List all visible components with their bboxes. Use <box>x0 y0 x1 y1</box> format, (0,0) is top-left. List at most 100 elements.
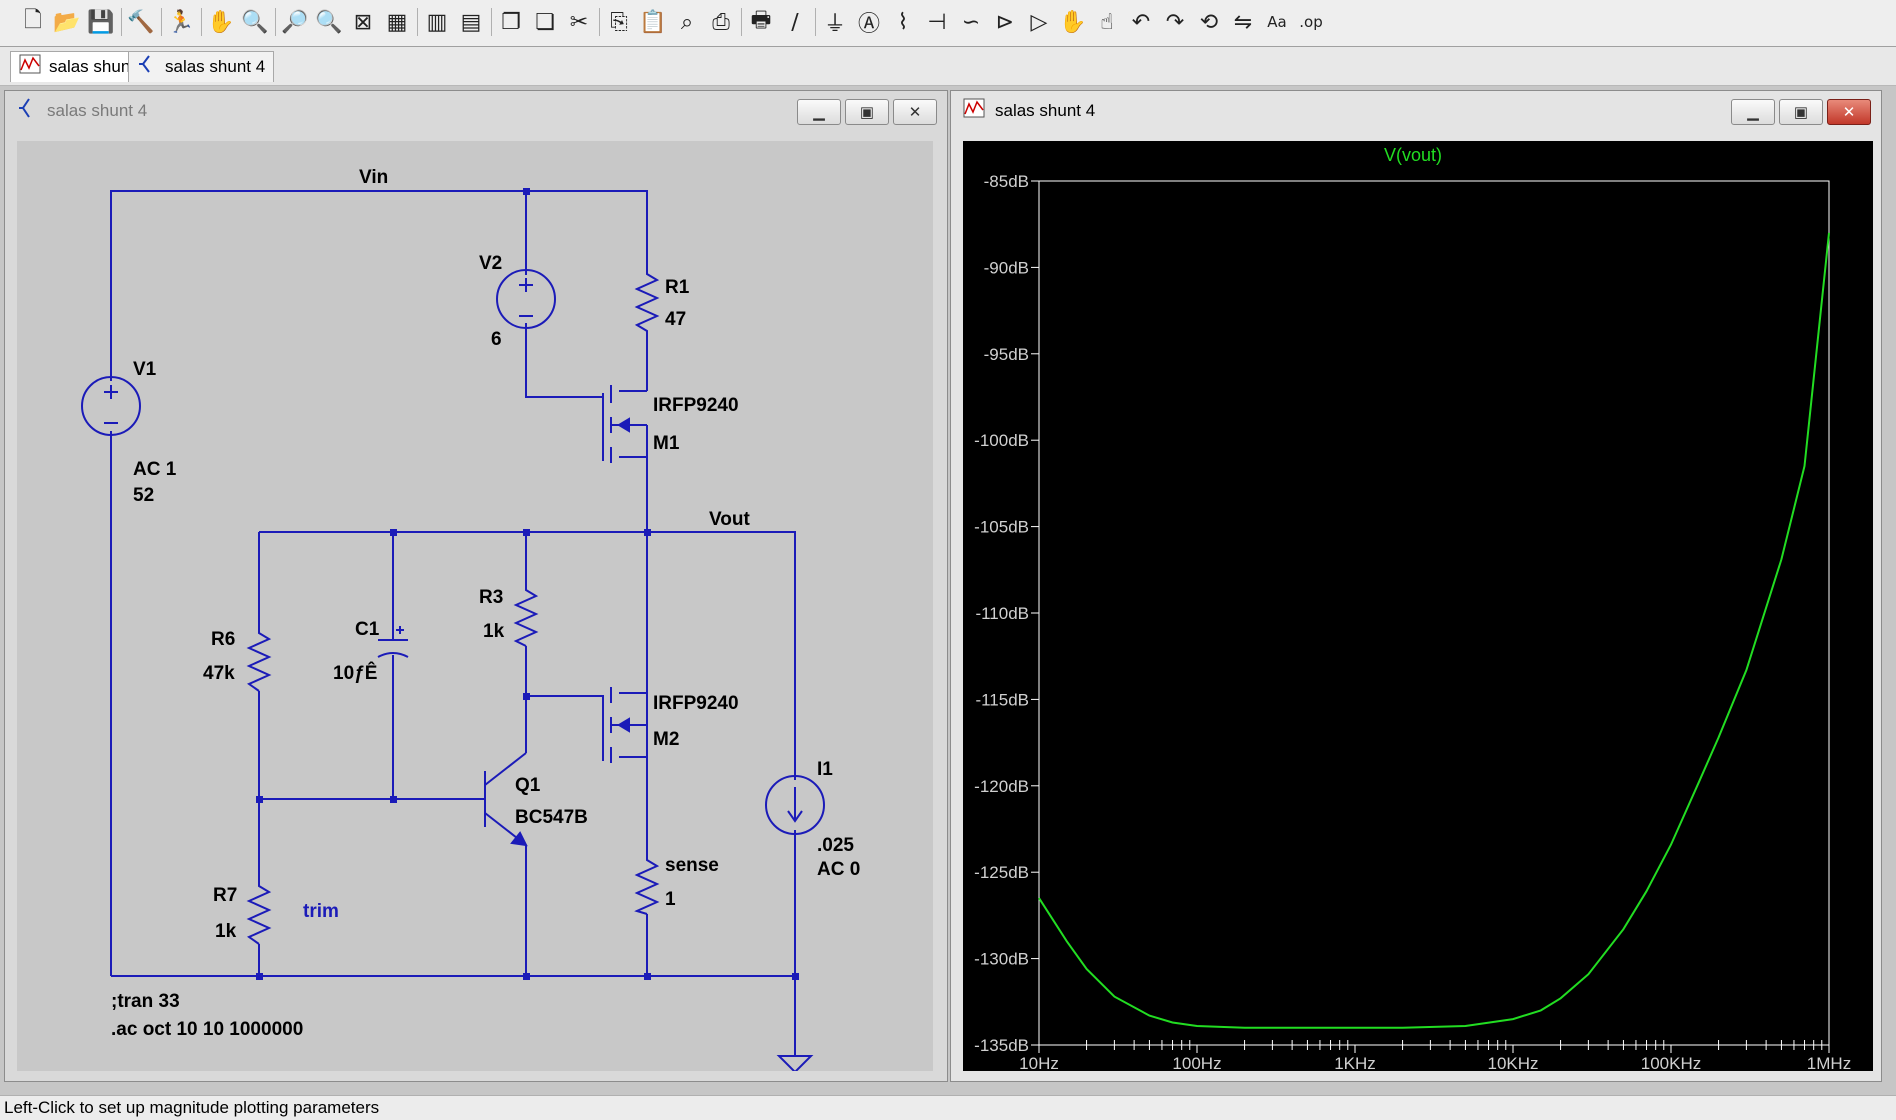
c1-capacitor[interactable] <box>377 626 409 658</box>
v2-voltage-source[interactable] <box>496 269 556 329</box>
inductor-button[interactable]: ∽ <box>956 6 986 38</box>
mdi-workspace: salas shunt 4 ▁ ▣ ✕ <box>0 86 1896 1095</box>
plot-settings-button[interactable]: ▥ <box>422 6 452 38</box>
waveform-window[interactable]: salas shunt 4 ▁ ▣ ✕ -85dB -90dB -95dB -100d… <box>950 90 1882 1082</box>
find-button[interactable]: ⌕ <box>672 6 702 38</box>
i1-current-source[interactable] <box>765 775 825 835</box>
x-tick-label[interactable]: 10KHz <box>1487 1054 1538 1071</box>
zoom-fit-button[interactable]: ⊠ <box>348 6 378 38</box>
y-tick-label[interactable]: -105dB <box>974 518 1029 537</box>
y-tick-label[interactable]: -135dB <box>974 1036 1029 1055</box>
minimize-button[interactable]: ▁ <box>1731 99 1775 125</box>
r1-resistor[interactable] <box>634 268 660 334</box>
capacitor-button[interactable]: ⊣ <box>922 6 952 38</box>
x-tick-label[interactable]: 100Hz <box>1172 1054 1221 1071</box>
draw-wire-icon: ∕ <box>791 9 799 35</box>
cascade-button[interactable]: ❐ <box>496 6 526 38</box>
trace-vout[interactable] <box>1038 232 1830 1029</box>
directive-ac[interactable]: .ac oct 10 10 1000000 <box>111 1019 303 1040</box>
x-tick-label[interactable]: 100KHz <box>1641 1054 1701 1071</box>
open-button[interactable]: 📂 <box>52 6 82 38</box>
run-icon: 🏃 <box>167 9 195 35</box>
maximize-icon: ▣ <box>1793 104 1809 121</box>
undo-button[interactable]: ↶ <box>1126 6 1156 38</box>
m2-pmos-transistor[interactable] <box>602 687 647 763</box>
diode-button[interactable]: ⊳ <box>990 6 1020 38</box>
tile-horizontal-button[interactable]: ▤ <box>456 6 486 38</box>
save-button[interactable]: 💾 <box>86 6 116 38</box>
net-label-vout: Vout <box>709 509 750 530</box>
spice-directive-button[interactable]: .op <box>1296 6 1326 38</box>
copy-button[interactable]: ⎘ <box>604 6 634 38</box>
schematic-window-titlebar[interactable]: salas shunt 4 <box>5 91 947 131</box>
ground-button[interactable]: ⏚ <box>820 6 850 38</box>
close-icon: ✕ <box>1842 104 1856 121</box>
close-button[interactable]: ✕ <box>1827 99 1871 125</box>
minimize-button[interactable]: ▁ <box>797 99 841 125</box>
halt-button[interactable]: ✋ <box>206 6 236 38</box>
tab-label: salas shunt 4 <box>165 57 266 76</box>
zoom-area-button[interactable]: 🔎 <box>280 6 310 38</box>
directive-tran[interactable]: ;tran 33 <box>111 991 180 1012</box>
zoom-out-button[interactable]: 🔍 <box>314 6 344 38</box>
draw-wire-button[interactable]: ∕ <box>780 6 810 38</box>
run-button[interactable]: 🏃 <box>166 6 196 38</box>
waveform-plot[interactable]: -85dB -90dB -95dB -100dB -105dB -110dB -115dB -… <box>963 141 1873 1071</box>
y-tick-label[interactable]: -90dB <box>984 258 1029 277</box>
print-setup-button[interactable]: ⎙ <box>706 6 736 38</box>
x-tick-label[interactable]: 1MHz <box>1807 1054 1851 1071</box>
print-button[interactable]: 🖶 <box>746 6 776 38</box>
v2-value: 6 <box>491 329 502 350</box>
tab-schematic[interactable]: salas shunt 4 <box>128 51 275 82</box>
tile-vertical-button[interactable]: ❏ <box>530 6 560 38</box>
mirror-button[interactable]: ⇋ <box>1228 6 1258 38</box>
window-title: salas shunt 4 <box>47 101 148 120</box>
text-button[interactable]: Aa <box>1262 6 1292 38</box>
i1-line2: AC 0 <box>817 859 860 880</box>
v1-voltage-source[interactable] <box>81 376 141 436</box>
zoom-fit-icon: ⊠ <box>353 9 373 35</box>
resistor-button[interactable]: ⌇ <box>888 6 918 38</box>
waveform-window-titlebar[interactable]: salas shunt 4 <box>951 91 1881 131</box>
sense-resistor[interactable] <box>634 854 660 915</box>
y-tick-label[interactable]: -95dB <box>984 345 1029 364</box>
r7-resistor[interactable] <box>246 880 272 945</box>
autorange-button[interactable]: ▦ <box>382 6 412 38</box>
diode-icon: ⊳ <box>995 9 1015 35</box>
label-net-button[interactable]: Ⓐ <box>854 6 884 38</box>
close-button[interactable]: ✕ <box>893 99 937 125</box>
maximize-button[interactable]: ▣ <box>1779 99 1823 125</box>
y-tick-label[interactable]: -115dB <box>975 690 1029 709</box>
component-button[interactable]: ▷ <box>1024 6 1054 38</box>
y-tick-label[interactable]: -85dB <box>984 172 1029 191</box>
r6-resistor[interactable] <box>246 627 272 692</box>
cut-button[interactable]: ✂ <box>564 6 594 38</box>
new-schematic-button[interactable]: 🗋 <box>18 6 48 38</box>
trace-label-vout[interactable]: V(vout) <box>1384 145 1442 165</box>
drag-button[interactable]: ☝ <box>1092 6 1122 38</box>
x-tick-label[interactable]: 10Hz <box>1019 1054 1059 1071</box>
schematic-canvas[interactable]: Vin Vout V1 AC 1 52 V2 6 R1 47 IRFP9240 … <box>17 141 933 1071</box>
paste-button[interactable]: 📋 <box>638 6 668 38</box>
y-tick-label[interactable]: -130dB <box>974 950 1029 969</box>
y-tick-label[interactable]: -120dB <box>974 777 1029 796</box>
schematic-window[interactable]: salas shunt 4 ▁ ▣ ✕ <box>4 90 948 1082</box>
redo-button[interactable]: ↷ <box>1160 6 1190 38</box>
move-button[interactable]: ✋ <box>1058 6 1088 38</box>
m1-pmos-transistor[interactable] <box>602 385 648 463</box>
rotate-button[interactable]: ⟲ <box>1194 6 1224 38</box>
y-tick-label[interactable]: -125dB <box>974 863 1029 882</box>
zoom-in-button[interactable]: 🔍 <box>240 6 270 38</box>
window-title: salas shunt 4 <box>995 101 1096 120</box>
r6-value: 47k <box>203 663 235 684</box>
x-tick-label[interactable]: 1KHz <box>1334 1054 1376 1071</box>
y-tick-label[interactable]: -110dB <box>975 604 1029 623</box>
control-panel-button[interactable]: 🔨 <box>126 6 156 38</box>
r3-resistor[interactable] <box>513 584 539 647</box>
save-icon: 💾 <box>87 9 115 35</box>
maximize-button[interactable]: ▣ <box>845 99 889 125</box>
q1-npn-transistor[interactable] <box>484 752 528 847</box>
y-tick-label[interactable]: -100dB <box>974 431 1029 450</box>
toolbar-separator <box>121 8 122 36</box>
v1-line2: 52 <box>133 485 154 506</box>
